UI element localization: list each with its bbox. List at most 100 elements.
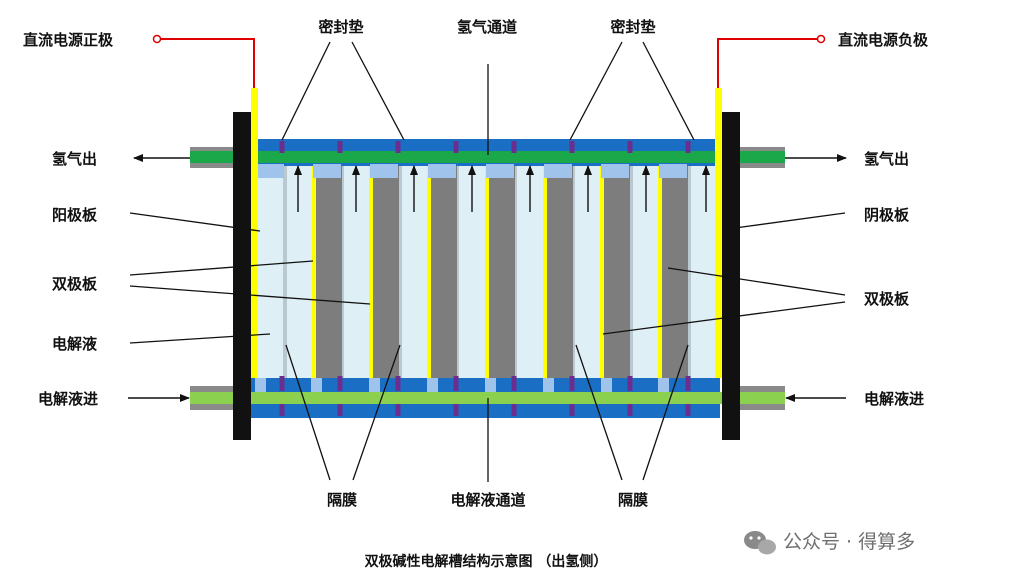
seal-block-top xyxy=(659,164,687,178)
positive-wire xyxy=(160,38,255,88)
gasket-bottom-lower xyxy=(685,404,691,416)
seal-block-top xyxy=(313,164,341,178)
gasket-bottom xyxy=(279,376,285,391)
gasket-bottom xyxy=(337,376,343,391)
bipolar-plate-right-label: 双极板 xyxy=(864,290,910,308)
seal-block-bottom xyxy=(543,378,554,392)
electrode-layer xyxy=(427,166,431,378)
hydrogen-out-left-label: 氢气出 xyxy=(52,150,97,168)
electrode-layer xyxy=(485,166,489,378)
negative-terminal xyxy=(816,34,826,44)
flow-arrows xyxy=(128,154,847,402)
electrolyte-in-left-label: 电解液进 xyxy=(38,390,98,408)
bipolar-plate xyxy=(431,166,457,378)
electrode-layer xyxy=(658,166,662,378)
labels: 直流电源正极 直流电源负极 密封垫 氢气通道 密封垫 氢气出 氢气出 阳极板 阴… xyxy=(23,18,929,509)
seal-block-bottom xyxy=(427,378,438,392)
dc-negative-label: 直流电源负极 xyxy=(838,31,929,49)
seal-block-bottom xyxy=(601,378,612,392)
power-wires xyxy=(152,34,826,88)
seal-block-bottom xyxy=(485,378,496,392)
leader-lines xyxy=(129,41,846,482)
gasket-top xyxy=(395,141,401,153)
seal-block-bottom xyxy=(255,378,266,392)
bipolar-plate xyxy=(547,166,573,378)
hydrogen-port-right-bottom xyxy=(740,163,785,168)
seal-block-top xyxy=(601,164,629,178)
electrode-layer xyxy=(369,166,373,378)
cathode-end-plate xyxy=(722,112,740,440)
diaphragm xyxy=(687,166,691,378)
gasket-bottom xyxy=(453,376,459,391)
negative-wire xyxy=(717,38,818,88)
figure-caption: 双极碱性电解槽结构示意图 （出氢侧） xyxy=(365,553,608,570)
cell-stack xyxy=(283,166,691,378)
gasket-bottom xyxy=(395,376,401,391)
electrolyte-in-right-label: 电解液进 xyxy=(864,390,924,408)
seal-block-top xyxy=(256,164,284,178)
electrolyte-label: 电解液 xyxy=(52,335,98,353)
hydrogen-flow-arrows xyxy=(294,165,710,212)
gasket-top xyxy=(569,141,575,153)
gasket-bottom-lower xyxy=(395,404,401,416)
gasket-bottom xyxy=(627,376,633,391)
electrolyzer-body xyxy=(190,88,785,440)
membrane-left-label: 隔膜 xyxy=(327,491,357,509)
cathode-electrode xyxy=(715,88,722,378)
seal-block-top xyxy=(370,164,398,178)
bipolar-plate xyxy=(489,166,515,378)
gasket-bottom-lower xyxy=(337,404,343,416)
seal-block-top xyxy=(428,164,456,178)
gasket-bottom-lower xyxy=(453,404,459,416)
anode-end-plate xyxy=(233,112,251,440)
dc-positive-label: 直流电源正极 xyxy=(23,31,114,49)
electrolyte-port-right-top xyxy=(740,386,785,392)
hydrogen-port-left xyxy=(190,147,235,151)
electrolyte-port-left-bottom xyxy=(190,404,235,410)
bipolar-plate xyxy=(316,166,342,378)
gasket-bottom xyxy=(569,376,575,391)
gasket-top xyxy=(685,141,691,153)
hydrogen-port-left-bottom xyxy=(190,163,235,168)
bipolar-plate-left-label: 双极板 xyxy=(52,275,98,293)
watermark: 公众号 · 得算多 xyxy=(744,531,915,555)
gasket-bottom-lower xyxy=(569,404,575,416)
wechat-icon xyxy=(744,531,776,555)
cathode-plate-label: 阴极板 xyxy=(864,206,910,224)
gasket-bottom-lower xyxy=(511,404,517,416)
watermark-text: 公众号 · 得算多 xyxy=(783,531,915,553)
diaphragm xyxy=(629,166,633,378)
gasket-top xyxy=(453,141,459,153)
electrode-layer xyxy=(312,166,316,378)
membrane-right-label: 隔膜 xyxy=(618,491,648,509)
electrode-layer xyxy=(543,166,547,378)
seal-block-bottom xyxy=(369,378,380,392)
seal-block-top xyxy=(544,164,572,178)
electrolyte-port-left-top xyxy=(190,386,235,392)
hydrogen-out-right-label: 氢气出 xyxy=(864,150,909,168)
gasket-bottom-lower xyxy=(627,404,633,416)
diaphragm xyxy=(283,166,287,378)
gasket-bottom xyxy=(685,376,691,391)
seal-block-top xyxy=(486,164,514,178)
bipolar-plate xyxy=(662,166,688,378)
gasket-right-label: 密封垫 xyxy=(610,18,655,36)
bipolar-plate xyxy=(373,166,399,378)
gasket-top xyxy=(627,141,633,153)
hydrogen-port-right xyxy=(740,147,785,151)
electrolyte-channel-label: 电解液通道 xyxy=(450,491,525,509)
seal-block-bottom xyxy=(311,378,322,392)
positive-terminal xyxy=(152,34,162,44)
gasket-top xyxy=(279,141,285,153)
electrolyte-port-right-bottom xyxy=(740,404,785,410)
hydrogen-channel-label: 氢气通道 xyxy=(457,18,517,36)
gasket-bottom xyxy=(511,376,517,391)
gasket-top xyxy=(337,141,343,153)
gasket-top xyxy=(511,141,517,153)
anode-electrode xyxy=(251,88,258,378)
electrode-layer xyxy=(600,166,604,378)
gasket-bottom-lower xyxy=(279,404,285,416)
anode-plate-label: 阳极板 xyxy=(52,206,98,224)
gasket-left-label: 密封垫 xyxy=(318,18,363,36)
